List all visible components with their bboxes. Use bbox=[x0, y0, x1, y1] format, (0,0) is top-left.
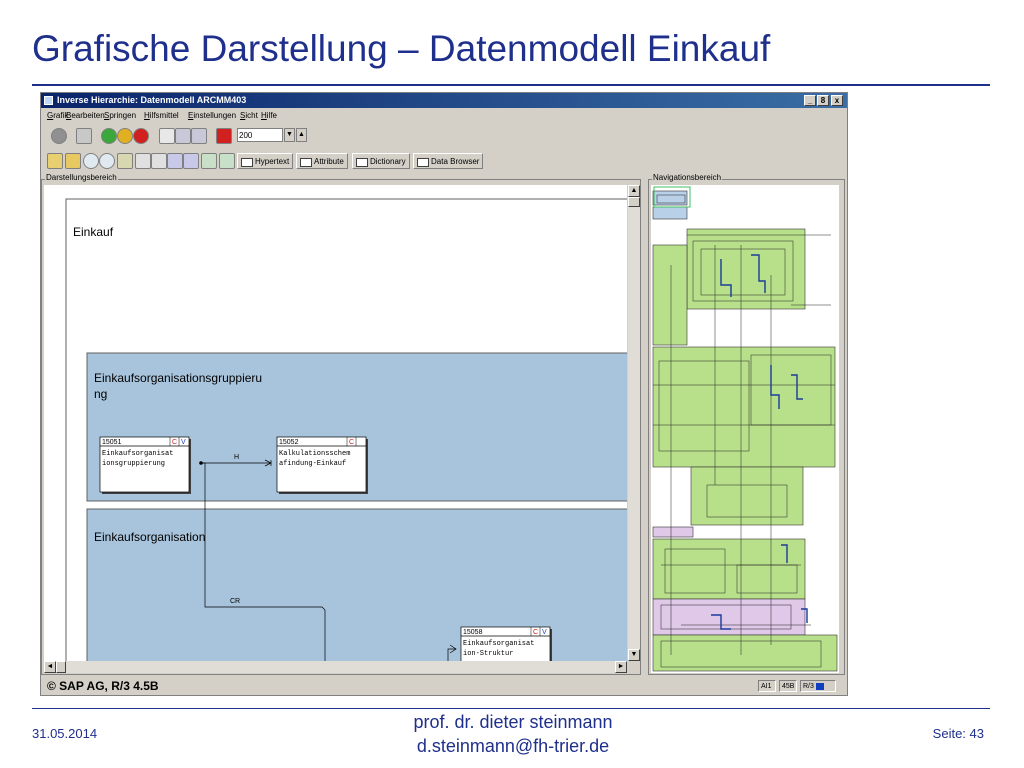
canvas-horizontal-scrollbar[interactable]: ◄ ► bbox=[44, 661, 627, 673]
title-divider bbox=[32, 84, 990, 86]
entity-flag-c: C bbox=[349, 439, 354, 446]
menu-hilfe[interactable]: Hilfe bbox=[261, 111, 278, 120]
menu-springen[interactable]: Springen bbox=[104, 111, 137, 120]
help-icon[interactable] bbox=[216, 128, 232, 144]
display-area-label: Darstellungsbereich bbox=[45, 173, 118, 182]
status-release: 45B bbox=[779, 680, 797, 692]
entity-15052[interactable]: 15052 C Kalkulationsschem afindung-Einka… bbox=[276, 436, 368, 494]
standard-toolbar: 200 ▼ ▲ bbox=[41, 126, 847, 148]
display-area-frame: Einkauf Einkaufsorganisationsgruppieru n… bbox=[41, 179, 641, 675]
entity-text-line1: Kalkulationsschem bbox=[279, 450, 350, 458]
entity-15051[interactable]: 15051 C V Einkaufsorganisat ionsgruppier… bbox=[99, 436, 191, 494]
entity-flag-v: V bbox=[181, 439, 186, 446]
relation-cr[interactable]: CR bbox=[201, 462, 457, 661]
group1-title-line2: ng bbox=[94, 387, 107, 401]
status-indicator-icon bbox=[815, 682, 824, 690]
relation-label: CR bbox=[230, 598, 240, 605]
group2-title: Einkaufsorganisation bbox=[94, 530, 205, 544]
vertical-scroll-thumb[interactable] bbox=[628, 197, 640, 207]
menu-bearbeiten[interactable]: Bearbeiten bbox=[66, 111, 105, 120]
entity-id: 15051 bbox=[102, 439, 122, 446]
data-model-diagram: Einkauf Einkaufsorganisationsgruppieru n… bbox=[65, 198, 627, 661]
overview-icon[interactable] bbox=[151, 153, 167, 169]
zoom-out-icon[interactable] bbox=[99, 153, 115, 169]
sap-window: Inverse Hierarchie: Datenmodell ARCMM403… bbox=[40, 92, 848, 696]
entity-text-line1: Einkaufsorganisat bbox=[463, 640, 534, 648]
navigation-overview-map bbox=[652, 186, 838, 672]
scroll-up-button[interactable]: ▲ bbox=[628, 185, 640, 197]
graphic-icon[interactable] bbox=[167, 153, 183, 169]
save-icon[interactable] bbox=[76, 128, 92, 144]
hypertext-button[interactable]: Hypertext bbox=[237, 153, 294, 169]
menu-hilfsmittel[interactable]: Hilfsmittel bbox=[144, 111, 179, 120]
attribute-button[interactable]: Attribute bbox=[296, 153, 348, 169]
group1-title-line1: Einkaufsorganisationsgruppieru bbox=[94, 371, 262, 385]
entity-text-line2: afindung-Einkauf bbox=[279, 460, 346, 468]
entity-15058[interactable]: 15058 C V Einkaufsorganisat ion-Struktur bbox=[460, 626, 552, 661]
status-bar: © SAP AG, R/3 4.5B AI1 45B R/3 bbox=[41, 677, 847, 695]
navigation-area-canvas[interactable] bbox=[651, 185, 839, 673]
entity-text-line1: Einkaufsorganisat bbox=[102, 450, 173, 458]
hierarchy-icon[interactable] bbox=[183, 153, 199, 169]
canvas-vertical-scrollbar[interactable]: ▲ ▼ bbox=[628, 185, 640, 661]
status-system: AI1 bbox=[758, 680, 776, 692]
exit-icon[interactable] bbox=[117, 128, 133, 144]
horizontal-scroll-thumb[interactable] bbox=[56, 661, 66, 673]
find-next-icon[interactable] bbox=[191, 128, 207, 144]
back-icon[interactable] bbox=[101, 128, 117, 144]
status-r3: R/3 bbox=[800, 680, 836, 692]
entity-flag-c: C bbox=[533, 629, 538, 636]
relation-label: H bbox=[234, 454, 239, 461]
maximize-button[interactable]: 8 bbox=[817, 95, 829, 106]
entity-text-line2: ion-Struktur bbox=[463, 650, 513, 658]
expand-icon[interactable] bbox=[201, 153, 217, 169]
entity-text-line2: ionsgruppierung bbox=[102, 460, 165, 468]
cancel-icon[interactable] bbox=[133, 128, 149, 144]
window-titlebar[interactable]: Inverse Hierarchie: Datenmodell ARCMM403… bbox=[41, 93, 847, 108]
scroll-down-button[interactable]: ▼ bbox=[628, 649, 640, 661]
dictionary-button[interactable]: Dictionary bbox=[352, 153, 410, 169]
collapse-icon[interactable] bbox=[219, 153, 235, 169]
entity-flag-c: C bbox=[172, 439, 177, 446]
application-toolbar: Hypertext Attribute Dictionary Data Brow… bbox=[41, 151, 847, 173]
entity-flag-v: V bbox=[542, 629, 547, 636]
slide-title: Grafische Darstellung – Datenmodell Eink… bbox=[32, 28, 771, 69]
detail-icon[interactable] bbox=[135, 153, 151, 169]
command-field[interactable]: 200 bbox=[237, 128, 283, 142]
navigation-area-frame bbox=[648, 179, 845, 675]
data-browser-button[interactable]: Data Browser bbox=[413, 153, 484, 169]
entity-id: 15058 bbox=[463, 629, 483, 636]
window-title: Inverse Hierarchie: Datenmodell ARCMM403 bbox=[57, 95, 247, 105]
command-dropdown-button[interactable]: ▼ bbox=[284, 128, 295, 142]
copyright-text: © SAP AG, R/3 4.5B bbox=[47, 679, 159, 693]
page-number: Seite: 43 bbox=[932, 726, 984, 741]
entity-id: 15052 bbox=[279, 439, 299, 446]
footer-date: 31.05.2014 bbox=[32, 726, 98, 741]
scroll-left-button[interactable]: ◄ bbox=[44, 661, 56, 673]
menu-grafik[interactable]: Grafik bbox=[47, 111, 69, 120]
navigation-area-label: Navigationsbereich bbox=[652, 173, 723, 182]
person-icon[interactable] bbox=[65, 153, 81, 169]
footer-divider bbox=[32, 708, 990, 709]
layout-icon[interactable] bbox=[117, 153, 133, 169]
menu-einstellungen[interactable]: Einstellungen bbox=[188, 111, 237, 120]
zoom-in-icon[interactable] bbox=[83, 153, 99, 169]
display-area-canvas[interactable]: Einkauf Einkaufsorganisationsgruppieru n… bbox=[44, 185, 627, 661]
menu-bar: Grafik Bearbeiten Springen Hilfsmittel E… bbox=[41, 109, 847, 123]
author-name: prof. dr. dieter steinmann bbox=[413, 712, 613, 732]
find-icon[interactable] bbox=[175, 128, 191, 144]
root-entity-label[interactable]: Einkauf bbox=[73, 225, 114, 239]
scroll-right-button[interactable]: ► bbox=[615, 661, 627, 673]
print-icon[interactable] bbox=[159, 128, 175, 144]
menu-sicht[interactable]: Sicht bbox=[240, 111, 258, 120]
viewport-indicator bbox=[653, 186, 691, 208]
minimize-button[interactable]: _ bbox=[804, 95, 816, 106]
pencil-icon[interactable] bbox=[47, 153, 63, 169]
footer-author: prof. dr. dieter steinmann d.steinmann@f… bbox=[360, 710, 666, 758]
enter-icon[interactable] bbox=[51, 128, 67, 144]
author-email: d.steinmann@fh-trier.de bbox=[416, 736, 610, 756]
command-up-button[interactable]: ▲ bbox=[296, 128, 307, 142]
app-icon bbox=[44, 96, 53, 105]
close-button[interactable]: x bbox=[831, 95, 843, 106]
